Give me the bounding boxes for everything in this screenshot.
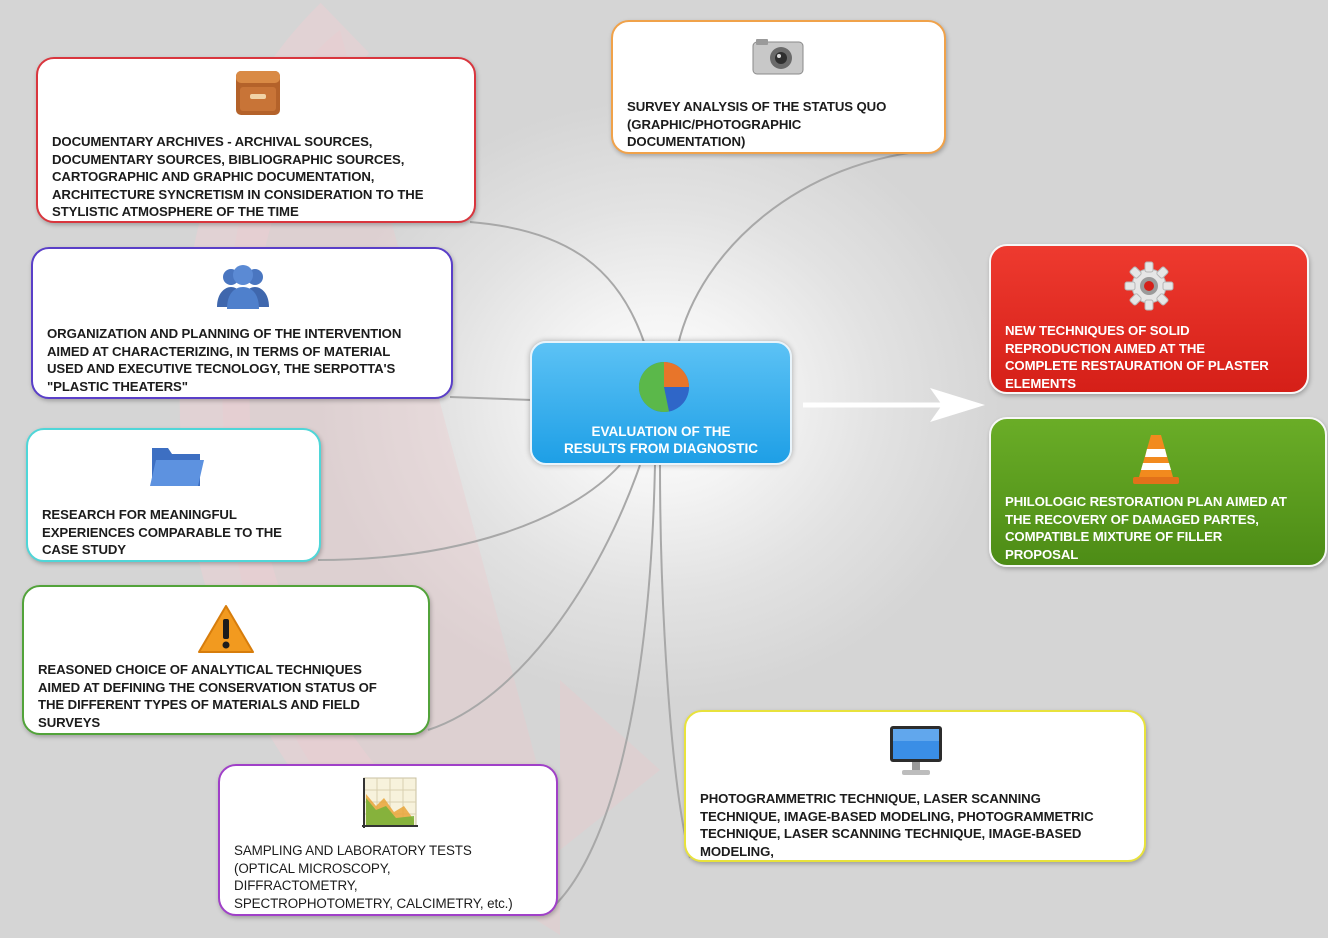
philologic-label: PHILOLOGIC RESTORATION PLAN AIMED AT THE… <box>1005 494 1287 562</box>
gear-icon <box>1124 261 1174 311</box>
node-new-techniques[interactable]: NEW TECHNIQUES OF SOLID REPRODUCTION AIM… <box>989 244 1309 394</box>
archives-label: DOCUMENTARY ARCHIVES - ARCHIVAL SOURCES,… <box>52 134 424 219</box>
warning-icon <box>198 605 254 653</box>
photogrammetric-label: PHOTOGRAMMETRIC TECHNIQUE, LASER SCANNIN… <box>700 791 1094 859</box>
node-survey-analysis[interactable]: SURVEY ANALYSIS OF THE STATUS QUO (GRAPH… <box>611 20 946 154</box>
sampling-label: SAMPLING AND LABORATORY TESTS (OPTICAL M… <box>234 843 513 911</box>
research-label: RESEARCH FOR MEANINGFUL EXPERIENCES COMP… <box>42 507 282 557</box>
connector-reasoned <box>427 464 641 731</box>
connector-organization <box>449 396 533 401</box>
node-reasoned-choice[interactable]: REASONED CHOICE OF ANALYTICAL TECHNIQUES… <box>22 585 430 735</box>
people-icon <box>217 265 269 309</box>
node-photogrammetric[interactable]: PHOTOGRAMMETRIC TECHNIQUE, LASER SCANNIN… <box>684 710 1146 862</box>
result-arrow <box>803 388 985 422</box>
new-techniques-label: NEW TECHNIQUES OF SOLID REPRODUCTION AIM… <box>1005 323 1269 391</box>
camera-icon <box>752 39 804 75</box>
line-chart-icon <box>362 777 418 828</box>
connector-lines <box>317 149 936 906</box>
organization-label: ORGANIZATION AND PLANNING OF THE INTERVE… <box>47 326 402 394</box>
connector-archives <box>469 221 646 346</box>
node-philologic-restoration[interactable]: PHILOLOGIC RESTORATION PLAN AIMED AT THE… <box>989 417 1327 567</box>
folder-icon <box>150 448 204 486</box>
node-research-experiences[interactable]: RESEARCH FOR MEANINGFUL EXPERIENCES COMP… <box>26 428 321 562</box>
node-sampling-tests[interactable]: SAMPLING AND LABORATORY TESTS (OPTICAL M… <box>218 764 558 916</box>
survey-label: SURVEY ANALYSIS OF THE STATUS QUO (GRAPH… <box>627 99 887 149</box>
connector-research <box>317 464 621 561</box>
node-organization-planning[interactable]: ORGANIZATION AND PLANNING OF THE INTERVE… <box>31 247 453 399</box>
connector-survey <box>677 149 936 346</box>
traffic-cone-icon <box>1133 435 1179 484</box>
monitor-icon <box>890 726 942 775</box>
reasoned-label: REASONED CHOICE OF ANALYTICAL TECHNIQUES… <box>38 662 377 730</box>
node-documentary-archives[interactable]: DOCUMENTARY ARCHIVES - ARCHIVAL SOURCES,… <box>36 57 476 223</box>
connector-photogrammetric <box>659 464 691 859</box>
archive-drawer-icon <box>236 71 280 115</box>
connector-sampling <box>554 464 656 906</box>
center-node[interactable]: EVALUATION OF THE RESULTS FROM DIAGNOSTI… <box>530 341 792 465</box>
center-label: EVALUATION OF THE RESULTS FROM DIAGNOSTI… <box>564 424 758 456</box>
pie-chart-icon <box>638 361 689 413</box>
